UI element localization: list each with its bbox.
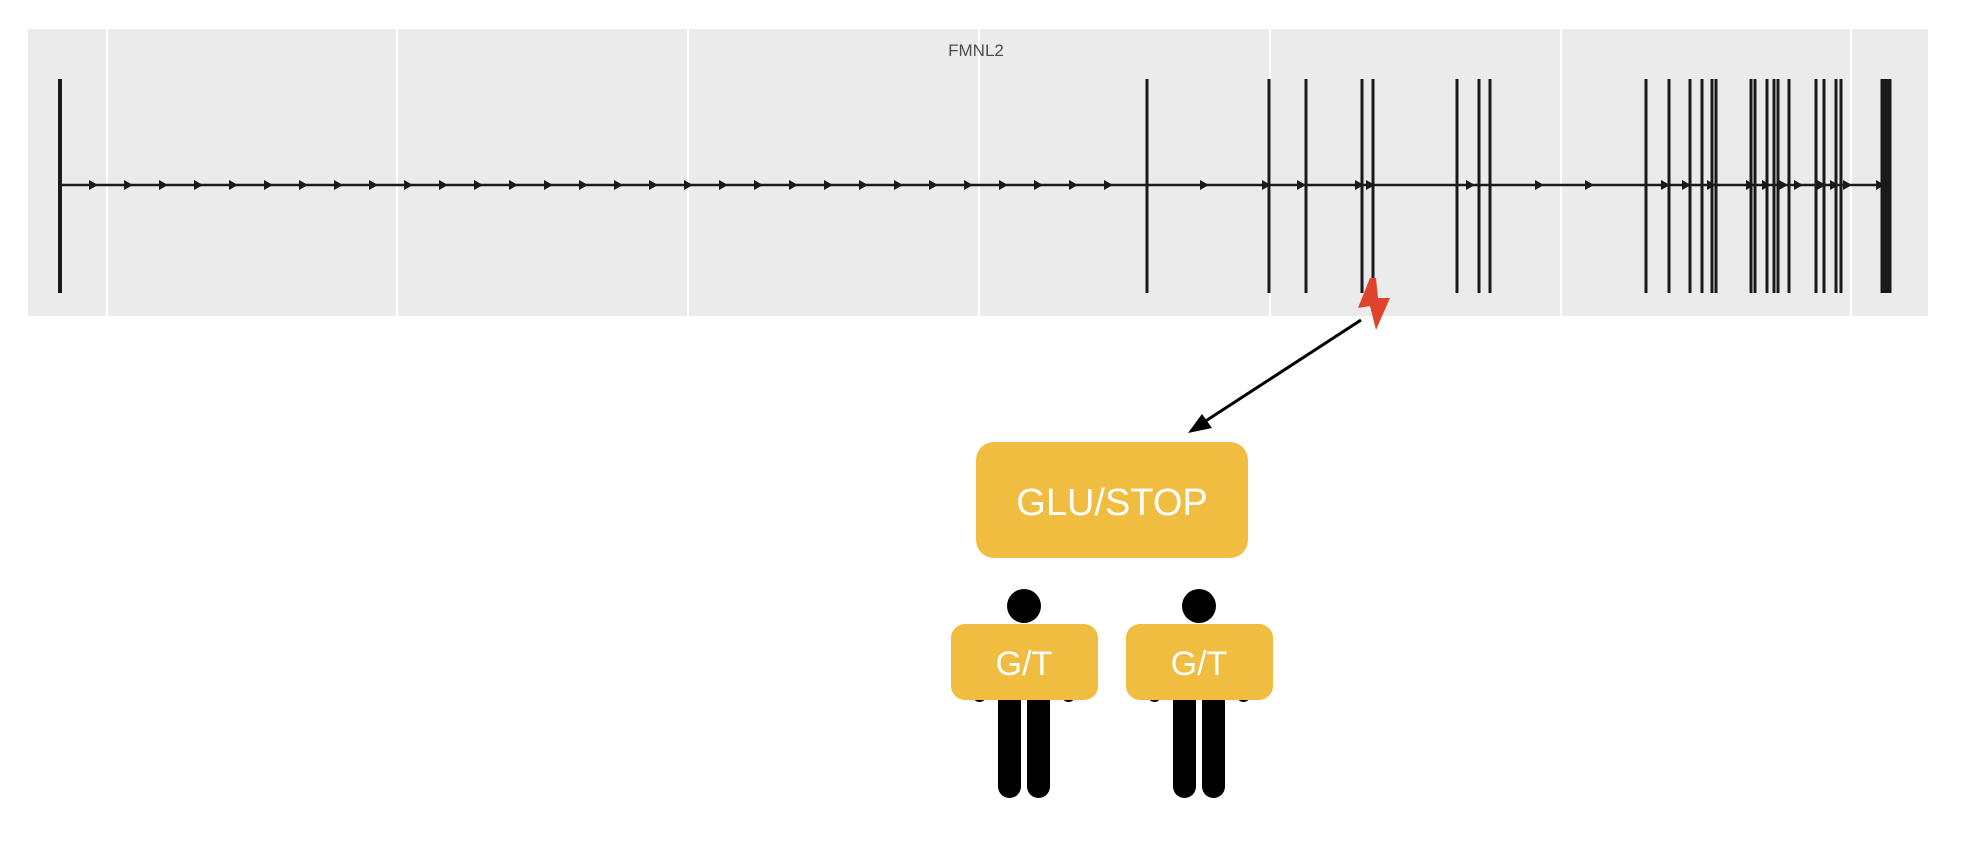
direction-arrowhead [1297, 180, 1306, 190]
direction-arrowhead [159, 180, 168, 190]
direction-arrowhead [1794, 180, 1803, 190]
direction-arrowhead [1366, 180, 1375, 190]
direction-arrowhead [894, 180, 903, 190]
direction-arrowhead [859, 180, 868, 190]
direction-arrowhead [439, 180, 448, 190]
exon-mark [1714, 79, 1718, 293]
panel-gridlines [106, 29, 1852, 316]
amino-acid-change-label: GLU/STOP [1016, 482, 1207, 524]
exon-mark [1834, 79, 1838, 293]
direction-arrowhead [1355, 180, 1364, 190]
direction-arrowhead [299, 180, 308, 190]
exon-mark [1145, 79, 1149, 293]
exon-mark [1455, 79, 1459, 293]
genotype-box [1126, 624, 1273, 700]
direction-arrowhead [719, 180, 728, 190]
direction-arrowhead [544, 180, 553, 190]
direction-arrowhead [1034, 180, 1043, 190]
gene-name-label: FMNL2 [948, 41, 1004, 60]
direction-arrowhead [124, 180, 133, 190]
exon-mark [58, 79, 62, 293]
exon-mark [1710, 79, 1714, 293]
direction-arrowhead [1682, 180, 1691, 190]
amino-acid-change-box: GLU/STOP [976, 442, 1248, 558]
exon-mark [1814, 79, 1818, 293]
exon-mark [1488, 79, 1492, 293]
genotype-label: G/T [1171, 645, 1228, 683]
exon-mark [1688, 79, 1692, 293]
exon-mark [1477, 79, 1481, 293]
direction-arrowhead [404, 180, 413, 190]
direction-arrowhead [1200, 180, 1209, 190]
direction-arrowhead [684, 180, 693, 190]
direction-arrowhead [929, 180, 938, 190]
exon-mark [1304, 79, 1308, 293]
direction-arrowhead [649, 180, 658, 190]
exon-mark [1267, 79, 1271, 293]
exon-mark [1753, 79, 1757, 293]
direction-arrowhead [999, 180, 1008, 190]
exon-mark [1644, 79, 1648, 293]
direction-arrowhead [964, 180, 973, 190]
exon-marks [58, 79, 1892, 293]
direction-arrowhead [789, 180, 798, 190]
exon-mark [1360, 79, 1364, 293]
direction-arrowhead [1069, 180, 1078, 190]
direction-arrowhead [334, 180, 343, 190]
direction-arrowhead [1585, 180, 1594, 190]
exon-mark [1880, 79, 1892, 293]
exon-mark [1772, 79, 1776, 293]
exon-mark [1839, 79, 1843, 293]
direction-arrowhead [264, 180, 273, 190]
direction-arrowhead [1535, 180, 1544, 190]
direction-arrowhead [754, 180, 763, 190]
carrier-person-1: G/T [951, 589, 1098, 798]
exon-mark [1765, 79, 1769, 293]
exon-mark [1667, 79, 1671, 293]
genotype-box [951, 624, 1098, 700]
exon-mark [1700, 79, 1704, 293]
direction-arrowhead [1466, 180, 1475, 190]
direction-arrowhead [1817, 180, 1826, 190]
exon-mark [1749, 79, 1753, 293]
mutation-pointer-arrow [1188, 318, 1362, 433]
direction-arrowhead [369, 180, 378, 190]
direction-arrowhead [1262, 180, 1271, 190]
exon-mark [1776, 79, 1780, 293]
carrier-person-2: G/T [1126, 589, 1273, 798]
direction-arrowhead [1843, 180, 1852, 190]
direction-arrowhead [474, 180, 483, 190]
gene-track-panel: FMNL2 [28, 29, 1928, 316]
genotype-label: G/T [996, 645, 1053, 683]
direction-arrowhead [1104, 180, 1113, 190]
exon-mark [1822, 79, 1826, 293]
direction-arrowhead [579, 180, 588, 190]
direction-arrowhead [89, 180, 98, 190]
direction-arrowhead [229, 180, 238, 190]
exon-mark [1787, 79, 1791, 293]
direction-arrowhead [509, 180, 518, 190]
exon-mark [1371, 79, 1375, 293]
direction-arrowhead [1661, 180, 1670, 190]
lightning-bolt-icon [1358, 278, 1390, 330]
direction-arrowhead [824, 180, 833, 190]
direction-arrowhead [1779, 180, 1788, 190]
direction-arrowhead [614, 180, 623, 190]
direction-arrowhead [194, 180, 203, 190]
transcription-direction-arrows [89, 180, 1885, 190]
